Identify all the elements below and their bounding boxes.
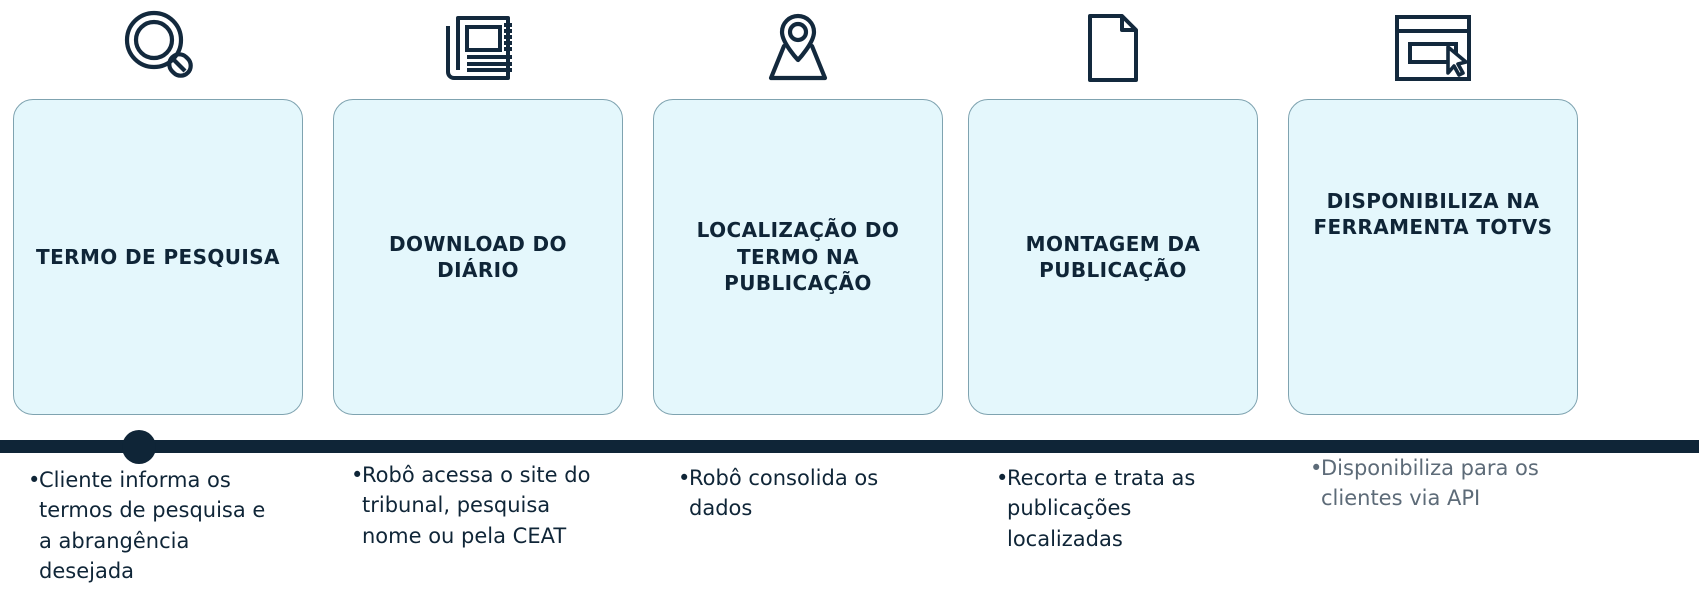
step-bullet-text-5: Disponibiliza para os clientes via API	[1321, 456, 1539, 511]
step-column-4: MONTAGEM DA PUBLICAÇÃO • Recorta e trata…	[968, 0, 1258, 612]
step-column-1: TERMO DE PESQUISA • Cliente informa os t…	[13, 0, 303, 612]
step-title-2: DOWNLOAD DO DIÁRIO	[389, 231, 567, 282]
step-title-4: MONTAGEM DA PUBLICAÇÃO	[1025, 231, 1201, 282]
step-bullet-5: • Disponibiliza para os clientes via API	[1310, 453, 1560, 514]
step-bullet-3: • Robô consolida os dados	[678, 463, 948, 524]
step-card-4[interactable]: MONTAGEM DA PUBLICAÇÃO	[968, 99, 1258, 415]
bullet-marker-5: •	[1310, 456, 1323, 480]
step-bullet-text-1: Cliente informa os termos de pesquisa e …	[39, 468, 266, 584]
bullet-marker-4: •	[996, 466, 1009, 490]
step-bullet-text-2: Robô acessa o site do tribunal, pesquisa…	[362, 463, 591, 548]
step-bullet-text-4: Recorta e trata as publicações localizad…	[1007, 466, 1196, 551]
magnifier-icon	[13, 4, 303, 92]
step-column-3: LOCALIZAÇÃO DO TERMO NA PUBLICAÇÃO • Rob…	[653, 0, 943, 612]
map-pin-icon	[653, 4, 943, 92]
step-bullet-4: • Recorta e trata as publicações localiz…	[996, 463, 1246, 554]
step-card-5[interactable]: DISPONIBILIZA NA FERRAMENTA TOTVS	[1288, 99, 1578, 415]
newspaper-icon	[333, 4, 623, 92]
step-card-1[interactable]: TERMO DE PESQUISA	[13, 99, 303, 415]
bullet-marker-2: •	[351, 463, 364, 487]
timeline-current-marker[interactable]	[122, 430, 156, 464]
step-card-3[interactable]: LOCALIZAÇÃO DO TERMO NA PUBLICAÇÃO	[653, 99, 943, 415]
bullet-marker-1: •	[28, 468, 41, 492]
bullet-marker-3: •	[678, 466, 691, 490]
step-title-1: TERMO DE PESQUISA	[36, 244, 280, 269]
step-column-2: DOWNLOAD DO DIÁRIO • Robô acessa o site …	[333, 0, 623, 612]
timeline-bar	[0, 440, 1699, 453]
step-column-5: DISPONIBILIZA NA FERRAMENTA TOTVS • Disp…	[1288, 0, 1578, 612]
step-title-3: LOCALIZAÇÃO DO TERMO NA PUBLICAÇÃO	[696, 218, 900, 296]
step-card-2[interactable]: DOWNLOAD DO DIÁRIO	[333, 99, 623, 415]
step-title-5: DISPONIBILIZA NA FERRAMENTA TOTVS	[1313, 189, 1553, 240]
step-bullet-text-3: Robô consolida os dados	[689, 466, 879, 521]
step-bullet-1: • Cliente informa os termos de pesquisa …	[28, 465, 283, 587]
document-icon	[968, 4, 1258, 92]
browser-window-cursor-icon	[1288, 4, 1578, 92]
step-bullet-2: • Robô acessa o site do tribunal, pesqui…	[351, 460, 611, 551]
